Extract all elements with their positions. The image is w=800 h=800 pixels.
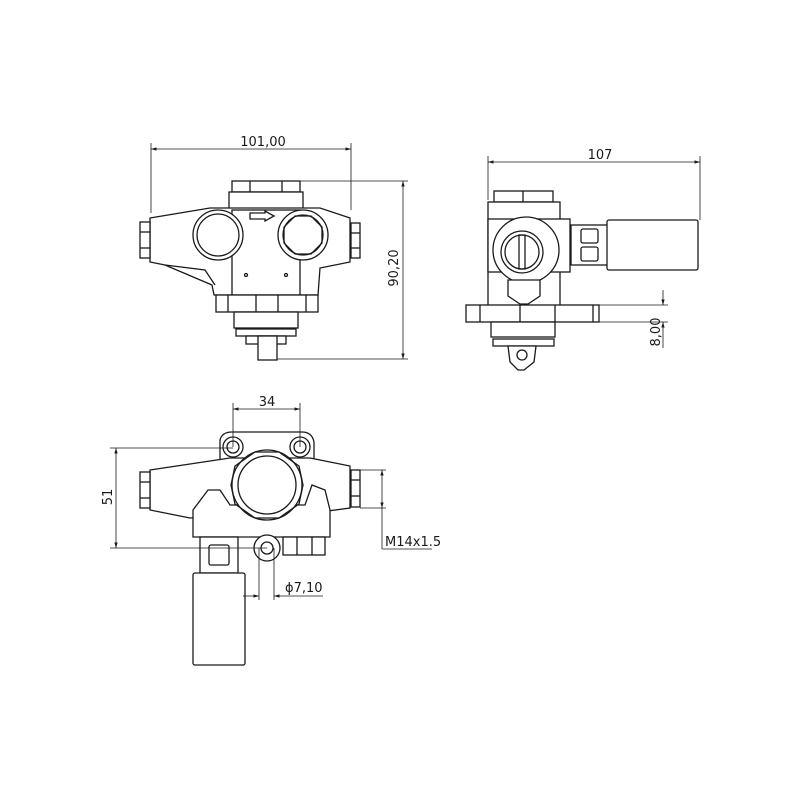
side-view: 107 8,00 (465, 148, 701, 371)
thread-label: M14x1.5 (385, 535, 441, 550)
dim-side-length: 107 (588, 148, 613, 163)
dim-hole-spacing: 34 (259, 395, 276, 410)
dim-front-width: 101,00 (240, 135, 286, 150)
bottom-view: 34 51 M14x1.5 ϕ7,10 (101, 395, 441, 666)
front-view: 101,00 90,20 (139, 135, 408, 361)
dim-bottom-height: 51 (101, 489, 116, 506)
flow-arrow-icon (249, 209, 276, 223)
dim-hole-diameter: ϕ7,10 (285, 581, 323, 596)
dim-front-height: 90,20 (387, 249, 402, 286)
dim-flange-thickness: 8,00 (649, 318, 664, 347)
